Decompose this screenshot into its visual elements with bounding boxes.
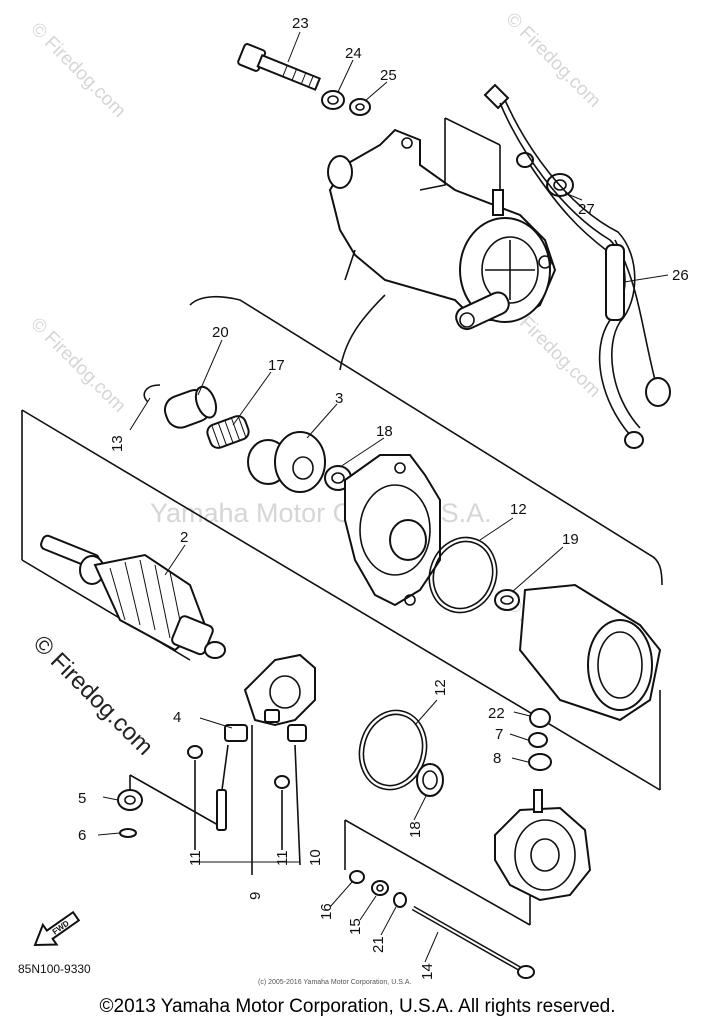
callout-4: 4 <box>173 709 181 726</box>
exploded-frame <box>21 295 663 926</box>
watermark-left-dark: © Firedog.com <box>28 630 159 761</box>
callout-25: 25 <box>380 67 397 84</box>
callout-22: 22 <box>488 705 505 722</box>
callout-11-right: 11 <box>274 850 291 866</box>
terminal-nuts <box>528 708 552 771</box>
middle-parts <box>143 384 662 722</box>
watermark-top-right: © Firedog.com <box>501 9 604 112</box>
bottom-fasteners <box>349 870 535 979</box>
callout-5: 5 <box>78 790 86 807</box>
callout-12-bottom: 12 <box>432 679 449 696</box>
callout-3: 3 <box>335 390 343 407</box>
callout-27: 27 <box>578 201 595 218</box>
callout-21: 21 <box>370 936 387 953</box>
callout-15: 15 <box>347 918 364 935</box>
lower-seal-parts <box>358 709 444 797</box>
callout-14: 14 <box>419 963 436 980</box>
callout-18-top: 18 <box>376 423 393 440</box>
callout-10: 10 <box>307 849 324 866</box>
callout-7: 7 <box>495 726 503 743</box>
watermark-top-left: © Firedog.com <box>26 19 129 122</box>
callout-6: 6 <box>78 827 86 844</box>
forward-arrow: FWD <box>33 910 81 947</box>
rear-cover <box>494 789 592 902</box>
callout-20: 20 <box>212 324 229 341</box>
callout-13: 13 <box>109 435 126 452</box>
copyright-footer: ©2013 Yamaha Motor Corporation, U.S.A. A… <box>99 996 616 1017</box>
leader-lines <box>97 31 669 963</box>
armature <box>40 534 226 659</box>
callout-19: 19 <box>562 531 579 548</box>
callout-2: 2 <box>180 529 188 546</box>
callout-12-top: 12 <box>510 501 527 518</box>
callout-17: 17 <box>268 357 285 374</box>
lead-wire <box>483 83 671 449</box>
callout-26: 26 <box>672 267 689 284</box>
top-parts <box>237 43 574 197</box>
callout-8: 8 <box>493 750 501 767</box>
callout-24: 24 <box>345 45 362 62</box>
watermark-layer: © Firedog.com © Firedog.com © Firedog.co… <box>26 9 604 761</box>
callout-16: 16 <box>318 903 335 920</box>
brush-holder <box>187 653 316 875</box>
callout-18-bottom: 18 <box>407 821 424 838</box>
watermark-mid-left: © Firedog.com <box>26 314 129 417</box>
callout-23: 23 <box>292 15 309 32</box>
callout-labels: 23 24 25 27 26 20 17 3 18 13 12 19 2 12 … <box>78 15 689 980</box>
small-copyright: (c) 2005-2016 Yamaha Motor Corporation, … <box>258 979 411 986</box>
diagram-code: 85N100-9330 <box>18 962 91 976</box>
grommet-parts <box>117 789 143 838</box>
starter-motor-assembly <box>327 128 557 371</box>
callout-9: 9 <box>247 892 264 900</box>
callout-11-left: 11 <box>187 850 204 866</box>
